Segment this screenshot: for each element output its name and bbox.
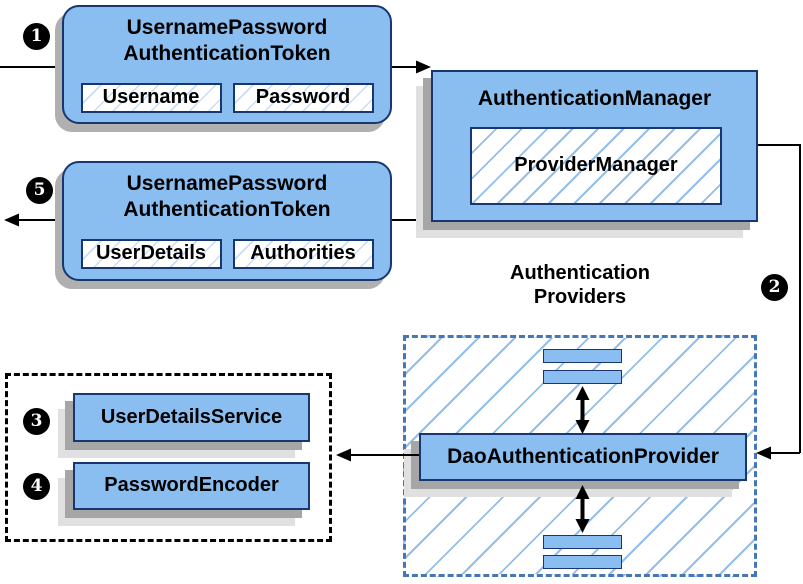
step-3-badge: 3 (23, 408, 50, 435)
node-user-details-service: UserDetailsService (73, 393, 310, 442)
step-5-badge: 5 (26, 177, 53, 204)
step-1-badge: 1 (23, 23, 50, 50)
node-authentication-manager: AuthenticationManager ProviderManager (431, 70, 758, 222)
node-username-password-authentication-token-response: UsernamePassword AuthenticationToken Use… (62, 161, 392, 281)
node-title-line: UsernamePassword (126, 16, 328, 39)
authentication-providers-heading: Authentication Providers (450, 261, 710, 309)
heading-line: Authentication (510, 262, 650, 284)
beans-group (5, 373, 332, 542)
provider-stub-bar (543, 370, 622, 384)
node-title-line: AuthenticationToken (123, 42, 331, 65)
token-fields: UserDetails Authorities (64, 239, 390, 269)
node-title-line: AuthenticationToken (123, 198, 331, 221)
node-password-encoder: PasswordEncoder (73, 462, 310, 510)
provider-stub-bar (543, 535, 622, 549)
node-title: UsernamePassword AuthenticationToken (64, 15, 390, 67)
provider-stub-bar (543, 555, 622, 569)
field-user-details: UserDetails (80, 239, 222, 269)
provider-stub-bar (543, 349, 622, 363)
field-authorities: Authorities (232, 239, 374, 269)
node-title: UsernamePassword AuthenticationToken (64, 171, 390, 223)
step-2-badge: 2 (761, 274, 788, 301)
node-username-password-authentication-token-request: UsernamePassword AuthenticationToken Use… (62, 5, 392, 124)
heading-line: Providers (533, 286, 627, 308)
field-password: Password (232, 83, 374, 113)
node-dao-authentication-provider: DaoAuthenticationProvider (419, 433, 747, 481)
node-title: AuthenticationManager (477, 87, 712, 110)
arrow-into-dao-provider (756, 446, 800, 460)
node-provider-manager: ProviderManager (470, 127, 722, 205)
token-fields: Username Password (64, 83, 390, 113)
node-title-line: UsernamePassword (126, 172, 328, 195)
field-username: Username (80, 83, 222, 113)
step-4-badge: 4 (23, 473, 50, 500)
